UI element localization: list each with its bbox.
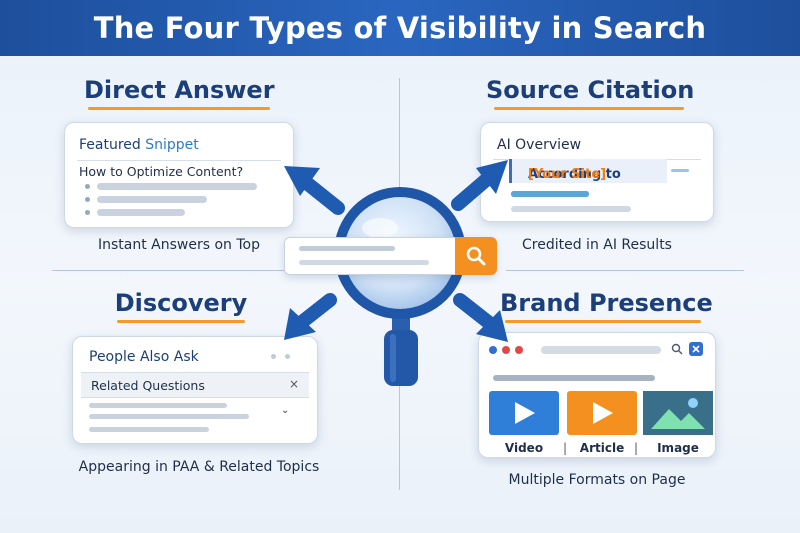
bullet-dot — [85, 184, 90, 189]
direct-answer-heading-text: Direct Answer — [84, 76, 275, 104]
your-site-label: [Your Site] — [528, 167, 607, 182]
horizontal-divider-right — [506, 270, 744, 271]
close-icon[interactable] — [689, 342, 703, 356]
window-dot — [515, 346, 523, 354]
according-prefix: According to — [528, 167, 621, 182]
text-line-placeholder — [493, 375, 655, 381]
source-citation-heading: Source Citation — [486, 76, 695, 110]
people-also-ask-card: People Also Ask Related Questions × ⌄ — [72, 336, 318, 444]
heading-underline — [88, 107, 270, 110]
window-dot — [502, 346, 510, 354]
text-line-placeholder — [89, 403, 227, 408]
video-tile[interactable] — [489, 391, 559, 435]
text-line-placeholder — [97, 209, 185, 216]
heading-underline — [505, 320, 701, 323]
heading-underline — [117, 320, 245, 323]
brand-presence-caption: Multiple Formats on Page — [508, 472, 686, 488]
label-separator: | — [563, 441, 568, 455]
image-label: Image — [657, 441, 699, 455]
direct-answer-caption: Instant Answers on Top — [98, 237, 260, 253]
featured-snippet-question: How to Optimize Content? — [79, 164, 244, 179]
search-button[interactable] — [455, 237, 497, 275]
ai-overview-card: AI Overview According to [Your Site] — [480, 122, 714, 222]
article-tile[interactable] — [567, 391, 637, 435]
according-to-citation: According to [Your Site] — [509, 159, 667, 183]
window-dot — [489, 346, 497, 354]
related-questions-label: Related Questions — [91, 378, 205, 393]
page-title: The Four Types of Visibility in Search — [93, 11, 707, 45]
article-label: Article — [579, 441, 625, 455]
text-line-placeholder — [97, 196, 207, 203]
related-questions-row[interactable]: Related Questions × — [81, 372, 309, 398]
discovery-heading-text: Discovery — [114, 289, 248, 317]
ai-overview-title: AI Overview — [497, 137, 582, 153]
text-line-placeholder — [89, 427, 209, 432]
search-icon[interactable] — [671, 343, 683, 355]
play-icon — [515, 402, 535, 424]
window-dot — [271, 354, 276, 359]
image-tile[interactable] — [643, 391, 713, 435]
arrow-down-right-icon — [453, 293, 508, 342]
text-line-placeholder — [97, 183, 257, 190]
url-bar[interactable] — [541, 346, 661, 354]
discovery-caption: Appearing in PAA & Related Topics — [78, 459, 320, 475]
featured-snippet-title-accent: Snippet — [145, 137, 199, 153]
heading-underline — [494, 107, 684, 110]
text-line-placeholder — [299, 260, 429, 265]
video-label: Video — [504, 441, 544, 455]
arrow-up-right-icon — [451, 160, 508, 211]
discovery-heading: Discovery — [96, 289, 266, 323]
window-dot — [285, 354, 290, 359]
text-line-placeholder — [511, 206, 631, 212]
direct-answer-heading: Direct Answer — [84, 76, 275, 110]
text-line-placeholder — [671, 169, 689, 172]
card-separator — [77, 160, 281, 161]
search-icon — [466, 246, 486, 266]
source-citation-caption: Credited in AI Results — [522, 237, 672, 253]
arrow-up-left-icon — [284, 166, 345, 215]
label-separator: | — [634, 441, 639, 455]
bullet-dot — [85, 210, 90, 215]
mountain-image-icon — [643, 391, 713, 435]
bullet-dot — [85, 197, 90, 202]
source-citation-heading-text: Source Citation — [486, 76, 695, 104]
close-icon[interactable]: × — [288, 377, 299, 391]
horizontal-divider-left — [52, 270, 284, 271]
play-icon — [593, 402, 613, 424]
text-line-placeholder — [511, 191, 589, 197]
text-line-placeholder — [89, 414, 249, 419]
browser-toolbar — [485, 341, 709, 359]
featured-snippet-title: Featured Snippet — [79, 137, 199, 153]
paa-title: People Also Ask — [89, 349, 199, 365]
brand-presence-heading-text: Brand Presence — [500, 289, 713, 317]
arrow-down-left-icon — [284, 293, 337, 340]
title-banner: The Four Types of Visibility in Search — [0, 0, 800, 56]
chevron-down-icon[interactable]: ⌄ — [281, 405, 290, 416]
text-line-placeholder — [299, 246, 395, 251]
brand-browser-card: Video | Article | Image — [478, 332, 716, 458]
featured-snippet-title-main: Featured — [79, 137, 141, 153]
magnifier-handle — [384, 316, 418, 386]
brand-presence-heading: Brand Presence — [500, 289, 713, 323]
